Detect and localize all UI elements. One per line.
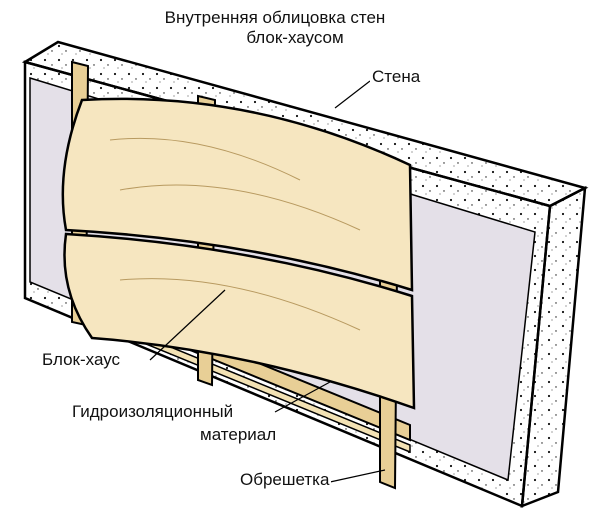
blockhouse-boards [61, 97, 416, 410]
title-line-2: блок-хаусом [246, 28, 344, 47]
label-waterproofing-1: Гидроизоляционный [70, 402, 236, 422]
leader-lines [149, 80, 386, 483]
title-line-1: Внутренняя облицовка стен [164, 8, 386, 27]
board-upper [61, 97, 414, 292]
label-lathing: Обрешетка [238, 470, 332, 490]
diagram-title: Внутренняя облицовка стен блок-хаусом [110, 8, 440, 48]
board-lower [63, 232, 416, 410]
label-waterproofing-2: материал [198, 425, 279, 445]
label-blockhouse: Блок-хаус [40, 350, 123, 370]
label-wall: Стена [370, 67, 423, 87]
